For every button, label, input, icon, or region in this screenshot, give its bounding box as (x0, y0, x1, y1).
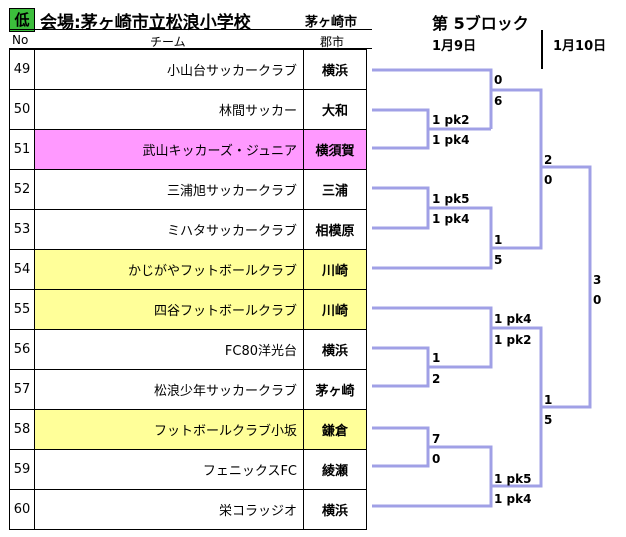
bracket-line (428, 445, 493, 486)
team-name: 武山キッカーズ・ジュニア (34, 129, 304, 170)
bracket-line (372, 486, 493, 508)
final-score-label: 3 (593, 273, 602, 287)
team-name: 小山台サッカークラブ (34, 49, 304, 90)
team-name: 栄コラッジオ (34, 489, 304, 530)
team-city: 川崎 (303, 249, 367, 290)
team-name: フェニックスFC (34, 449, 304, 490)
bracket-line (372, 426, 430, 468)
column-header-no: No (12, 33, 29, 47)
team-name: 林間サッカー (34, 89, 304, 130)
team-name: かじがやフットボールクラブ (34, 249, 304, 290)
score-label: 1 (494, 233, 503, 247)
bracket-line (372, 108, 430, 150)
score-label: 0 (544, 173, 553, 187)
team-city: 鎌倉 (303, 409, 367, 450)
date-day2: 1月10日 (553, 39, 607, 54)
team-name: ミハタサッカークラブ (34, 209, 304, 250)
column-header-team: チーム (150, 35, 186, 49)
venue-city: 茅ヶ崎市 (305, 15, 358, 30)
score-label: 1 pk4 (494, 492, 532, 506)
score-label: 1 pk4 (432, 212, 470, 226)
header-rule-bottom (9, 48, 372, 49)
score-label: 2 (432, 372, 441, 386)
team-no: 58 (9, 409, 35, 450)
team-no: 54 (9, 249, 35, 290)
score-label: 5 (544, 413, 553, 427)
bracket-line (428, 206, 493, 248)
team-no: 59 (9, 449, 35, 490)
team-city: 相模原 (303, 209, 367, 250)
score-label: 1 pk4 (494, 312, 532, 326)
score-label: 1 pk5 (432, 192, 470, 206)
venue-title: 会場:茅ヶ崎市立松浪小学校 (40, 13, 251, 33)
team-name: フットボールクラブ小坂 (34, 409, 304, 450)
bracket-line (541, 165, 592, 288)
score-label: 1 (544, 393, 553, 407)
bracket-line (491, 407, 543, 488)
team-city: 横須賀 (303, 129, 367, 170)
score-label: 0 (494, 73, 503, 87)
team-city: 横浜 (303, 489, 367, 530)
team-no: 51 (9, 129, 35, 170)
score-label: 1 pk2 (432, 113, 470, 127)
column-header-city: 郡市 (320, 35, 345, 49)
team-city: 大和 (303, 89, 367, 130)
team-city: 綾瀬 (303, 449, 367, 490)
team-no: 56 (9, 329, 35, 370)
team-name: 松浪少年サッカークラブ (34, 369, 304, 410)
team-no: 49 (9, 49, 35, 90)
score-label: 7 (432, 432, 441, 446)
bracket-line (372, 186, 430, 230)
header-rule (9, 29, 372, 30)
bracket-line (372, 346, 430, 388)
score-label: 0 (432, 452, 441, 466)
bracket-line (372, 306, 493, 328)
score-label: 5 (494, 253, 503, 267)
score-label: 1 pk4 (432, 133, 470, 147)
score-label: 6 (494, 94, 503, 108)
date-day1: 1月9日 (432, 39, 477, 54)
block-title: 第 5ブロック (432, 14, 529, 33)
bracket-line (372, 248, 493, 270)
score-label: 1 pk2 (494, 333, 532, 347)
bracket-line (491, 326, 543, 407)
score-label: 1 pk5 (494, 472, 532, 486)
team-no: 52 (9, 169, 35, 210)
date-divider (541, 30, 543, 69)
score-label: 2 (544, 153, 553, 167)
team-city: 横浜 (303, 329, 367, 370)
bracket-line (491, 167, 543, 250)
final-score-label: 0 (593, 293, 602, 307)
team-no: 60 (9, 489, 35, 530)
team-city: 三浦 (303, 169, 367, 210)
bracket-line (372, 68, 493, 90)
team-city: 横浜 (303, 49, 367, 90)
team-city: 川崎 (303, 289, 367, 330)
bracket-line (491, 88, 543, 167)
team-no: 57 (9, 369, 35, 410)
level-badge: 低 (9, 8, 35, 32)
team-no: 53 (9, 209, 35, 250)
score-label: 1 (432, 351, 441, 365)
bracket-line (541, 288, 592, 409)
team-name: 三浦旭サッカークラブ (34, 169, 304, 210)
team-name: 四谷フットボールクラブ (34, 289, 304, 330)
bracket-line (428, 328, 493, 369)
